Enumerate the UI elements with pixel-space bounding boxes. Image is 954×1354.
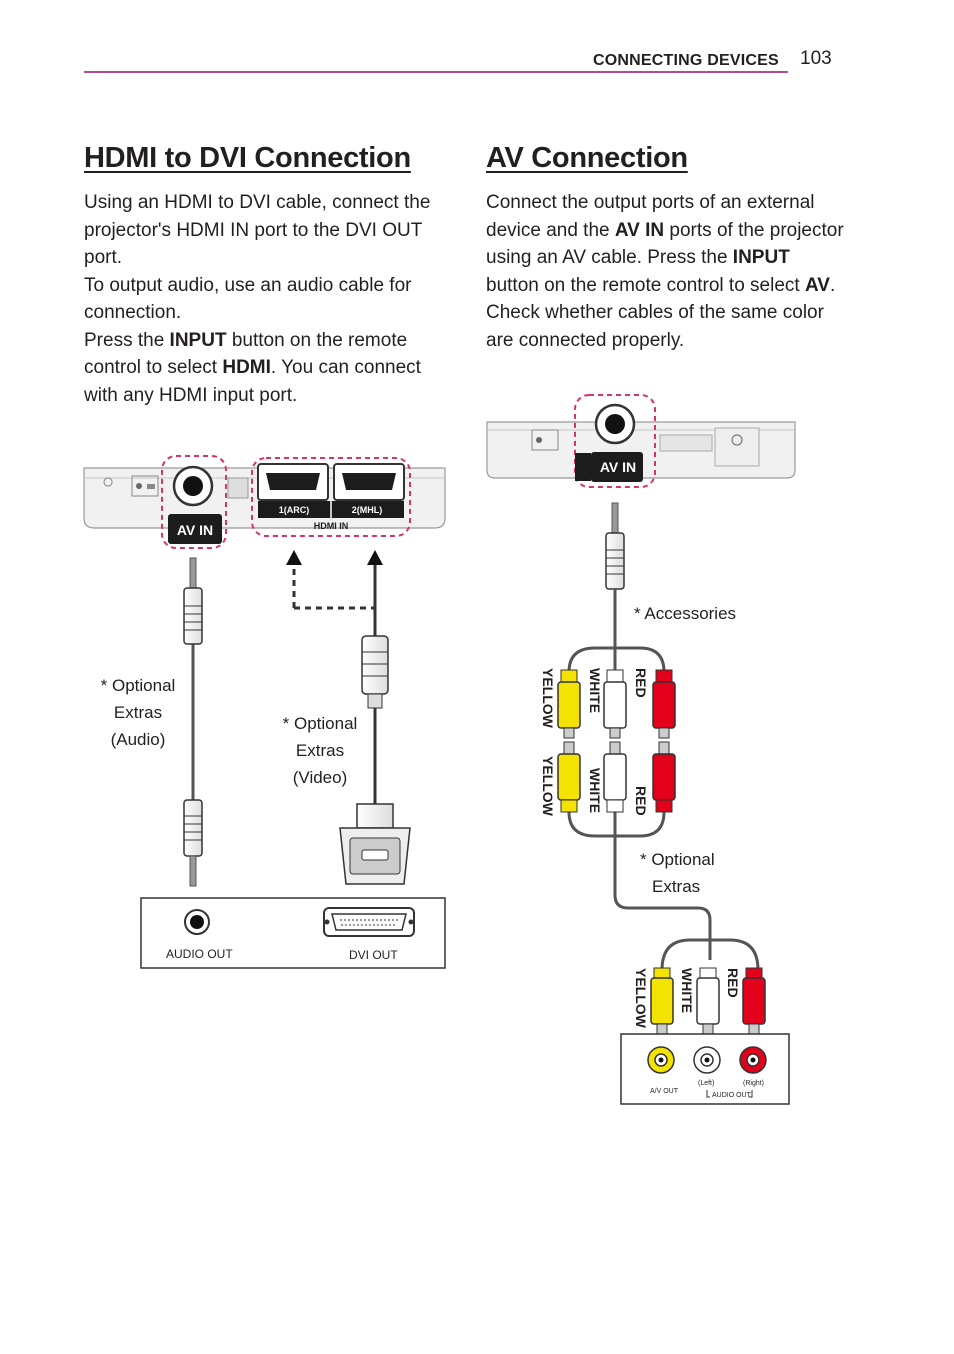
hdmi-dvi-heading: HDMI to DVI Connection <box>84 142 411 174</box>
av-source-device-panel: A/V OUT (Left) (Right) AUDIO OUT <box>620 1033 790 1105</box>
av-in-label: AV IN <box>177 522 213 538</box>
hdmi-port-1-icon <box>266 473 320 490</box>
optional-extras-note: * Optional Extras <box>640 850 715 896</box>
paragraph: To output audio, use an audio cable for … <box>84 274 412 324</box>
hdmi-dvi-instructions: Using an HDMI to DVI cable, connect the … <box>84 189 444 409</box>
dvi-out-label: DVI OUT <box>349 948 398 962</box>
hdmi-2-label: 2(MHL) <box>352 505 383 515</box>
rca-plug-white-lower <box>603 741 627 813</box>
av-in-highlight <box>161 455 227 549</box>
rca-plug-yellow-upper <box>557 669 581 739</box>
av-extension-cable <box>613 836 760 971</box>
av-in-highlight <box>574 394 656 488</box>
white-label: WHITE <box>587 668 603 713</box>
av-minijack-plug <box>605 502 625 590</box>
av-out-label: A/V OUT <box>650 1088 679 1095</box>
audio-out-label: AUDIO OUT <box>166 947 233 961</box>
paragraph: Connect the output ports of an external … <box>486 192 844 296</box>
av-in-label: AV IN <box>600 459 636 475</box>
white-label: WHITE <box>587 768 603 813</box>
right-projector-rear-panel <box>486 421 796 479</box>
header-divider <box>84 71 788 73</box>
source-device-panel: AUDIO OUT DVI OUT <box>140 897 446 969</box>
white-label: WHITE <box>679 968 695 1013</box>
paragraph: Check whether cables of the same color a… <box>486 302 824 351</box>
rca-plug-yellow-bottom <box>650 967 674 1035</box>
right-channel-label: (Right) <box>743 1080 764 1087</box>
rca-plug-yellow-lower <box>557 741 581 813</box>
rca-plug-white-upper <box>603 669 627 739</box>
av-connection-heading: AV Connection <box>486 142 688 174</box>
av-in-label-box <box>591 452 643 482</box>
red-label: RED <box>633 786 649 816</box>
av-in-label-box <box>168 514 222 544</box>
hdmi-dvi-cable <box>286 550 411 885</box>
audio-out-label: AUDIO OUT <box>712 1092 752 1099</box>
splitter-cable <box>567 589 666 838</box>
hdmi-1-label: 1(ARC) <box>279 505 310 515</box>
rca-plug-red-bottom <box>742 967 766 1035</box>
left-channel-label: (Left) <box>698 1080 714 1087</box>
video-cable-note: * Optional Extras (Video) <box>282 714 358 787</box>
hdmi-in-highlight <box>251 457 411 537</box>
hdmi-in-label: HDMI IN <box>314 521 349 531</box>
av-instructions: Connect the output ports of an external … <box>486 189 846 354</box>
yellow-label: YELLOW <box>540 756 556 817</box>
accessories-note: * Accessories <box>634 604 737 623</box>
yellow-label: YELLOW <box>633 968 649 1029</box>
audio-cable <box>183 557 203 887</box>
section-title: CONNECTING DEVICES <box>593 52 779 69</box>
red-label: RED <box>725 968 741 998</box>
red-label: RED <box>633 668 649 698</box>
page-number: 103 <box>800 48 832 69</box>
rca-plug-red-lower <box>652 741 676 813</box>
rca-plug-red-upper <box>652 669 676 739</box>
paragraph: Press the INPUT button on the remote con… <box>84 329 421 406</box>
hdmi-port-2-icon <box>342 473 396 490</box>
paragraph: Using an HDMI to DVI cable, connect the … <box>84 192 431 268</box>
rca-plug-white-bottom <box>696 967 720 1035</box>
audio-cable-note: * Optional Extras (Audio) <box>100 676 176 749</box>
yellow-label: YELLOW <box>540 668 556 729</box>
